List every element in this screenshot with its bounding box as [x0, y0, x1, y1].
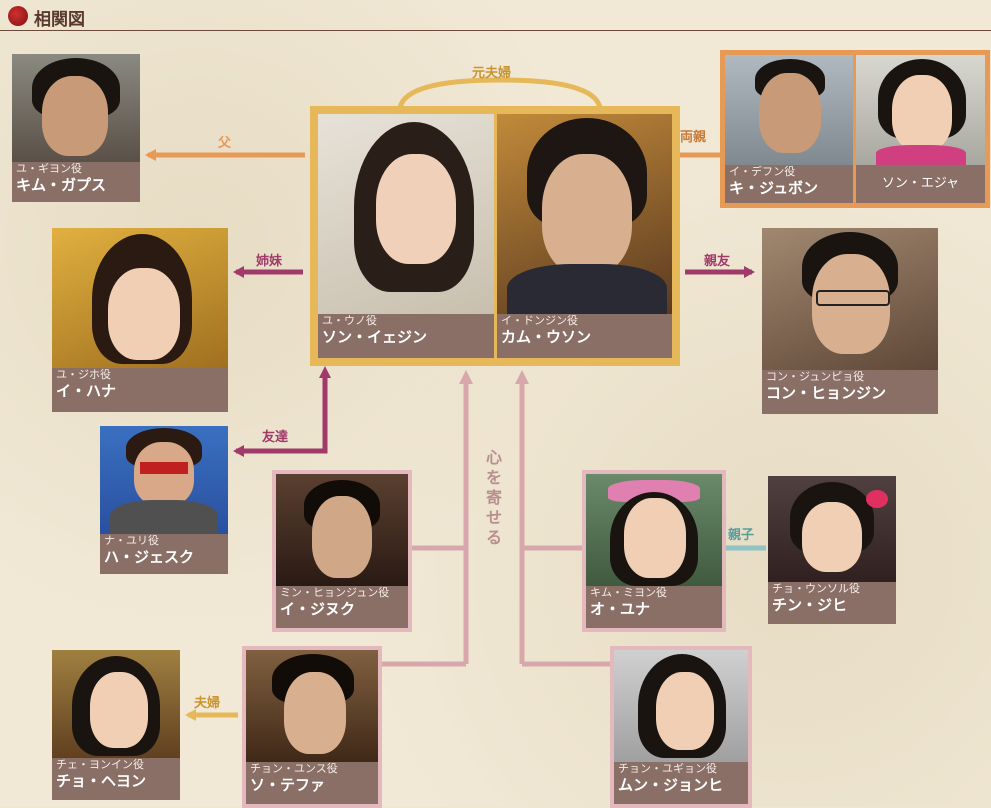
portrait-kam-uson	[497, 114, 672, 314]
role-lee-hana: ユ・ジホ役	[56, 368, 111, 381]
friend-line	[236, 372, 328, 454]
portrait-i-jinuku	[276, 474, 408, 586]
card-ha-jesuku[interactable]: ナ・ユリ役 ハ・ジェスク	[100, 426, 228, 574]
card-kon-hyonjin[interactable]: コン・ジュンピョ役 コン・ヒョンジン	[762, 228, 938, 414]
name-chin-jihi: チン・ジヒ	[772, 596, 848, 614]
role-i-jinuku: ミン・ヒョンジュン役	[280, 586, 390, 599]
sisters-arrow	[233, 266, 244, 278]
role-kim-gapsu: ユ・ギヨン役	[16, 162, 82, 175]
name-son-eja: ソン・エジャ	[881, 176, 960, 191]
ex-couple-arch	[397, 77, 603, 109]
role-o-yuna: キム・ミヨン役	[590, 586, 667, 599]
portrait-mun-jonhi	[614, 650, 748, 762]
page-title: 相関図	[34, 10, 85, 30]
parent-child-label: 親子	[728, 528, 755, 543]
portrait-son-eja	[856, 55, 985, 165]
card-lee-hana[interactable]: ユ・ジホ役 イ・ハナ	[52, 228, 228, 412]
role-chin-jihi: チョ・ウンソル役	[772, 582, 860, 595]
portrait-chin-jihi	[768, 476, 896, 582]
name-lee-hana: イ・ハナ	[56, 382, 117, 400]
married-label: 夫婦	[194, 696, 221, 711]
married-arrow	[185, 709, 196, 721]
name-mun-jonhi: ムン・ジョンヒ	[618, 776, 724, 794]
name-so-tefa: ソ・テファ	[250, 776, 326, 794]
name-ki-jubon: キ・ジュボン	[729, 179, 818, 197]
devoted-arrow-right	[515, 370, 529, 384]
role-son-yejin: ユ・ウノ役	[322, 314, 377, 327]
father-label: 父	[218, 136, 232, 151]
portrait-kon-hyonjin	[762, 228, 938, 370]
ex-couple-label: 元夫婦	[472, 66, 512, 81]
card-o-yuna[interactable]: キム・ミヨン役 オ・ユナ	[582, 470, 726, 632]
role-ha-jesuku: ナ・ユリ役	[104, 534, 159, 547]
name-i-jinuku: イ・ジヌク	[280, 600, 356, 618]
portrait-kim-gapsu	[12, 54, 140, 162]
name-o-yuna: オ・ユナ	[590, 600, 651, 618]
portrait-ha-jesuku	[100, 426, 228, 534]
center-couple-card: ユ・ウノ役 ソン・イェジン イ・ドンジン役 カム・ウソン	[310, 106, 680, 366]
friend-arrow-up	[319, 366, 331, 378]
header-divider	[0, 30, 991, 31]
role-kon-hyonjin: コン・ジュンピョ役	[766, 370, 865, 383]
name-kam-uson: カム・ウソン	[501, 328, 592, 346]
devoted-label: 心を寄せる	[485, 448, 502, 547]
name-son-yejin: ソン・イェジン	[322, 328, 428, 346]
parents-group: イ・デフン役 キ・ジュボン ソン・エジャ	[720, 50, 990, 208]
portrait-cho-hyeyon	[52, 650, 180, 758]
role-ki-jubon: イ・デフン役	[729, 165, 796, 178]
name-cho-hyeyon: チョ・ヘヨン	[56, 772, 147, 790]
rose-icon	[8, 6, 28, 26]
card-cho-hyeyon[interactable]: チェ・ヨンイン役 チョ・ヘヨン	[52, 650, 180, 800]
card-son-eja[interactable]: ソン・エジャ	[856, 55, 985, 203]
portrait-o-yuna	[586, 474, 722, 586]
card-son-yejin[interactable]: ユ・ウノ役 ソン・イェジン	[318, 114, 494, 358]
best-friend-label: 親友	[704, 254, 731, 269]
card-i-jinuku[interactable]: ミン・ヒョンジュン役 イ・ジヌク	[272, 470, 412, 632]
card-mun-jonhi[interactable]: チョン・ユギョン役 ムン・ジョンヒ	[610, 646, 752, 808]
card-kam-uson[interactable]: イ・ドンジン役 カム・ウソン	[497, 114, 672, 358]
devoted-arrow-left	[459, 370, 473, 384]
portrait-son-yejin	[318, 114, 494, 314]
role-so-tefa: チョン・ユンス役	[250, 762, 338, 775]
header: 相関図	[0, 0, 991, 32]
card-ki-jubon[interactable]: イ・デフン役 キ・ジュボン	[725, 55, 853, 203]
friend-label: 友達	[262, 430, 289, 445]
role-kam-uson: イ・ドンジン役	[501, 314, 578, 327]
friend-arrow-left	[233, 445, 244, 457]
parents-label: 両親	[680, 130, 707, 145]
role-cho-hyeyon: チェ・ヨンイン役	[56, 758, 144, 771]
portrait-lee-hana	[52, 228, 228, 368]
best-friend-arrow	[744, 266, 755, 278]
name-kon-hyonjin: コン・ヒョンジン	[766, 384, 887, 402]
father-arrow	[145, 149, 156, 161]
card-kim-gapsu[interactable]: ユ・ギヨン役 キム・ガプス	[12, 54, 140, 202]
name-ha-jesuku: ハ・ジェスク	[104, 548, 195, 566]
role-mun-jonhi: チョン・ユギョン役	[618, 762, 717, 775]
name-kim-gapsu: キム・ガプス	[16, 176, 107, 194]
sisters-label: 姉妹	[256, 254, 283, 269]
card-so-tefa[interactable]: チョン・ユンス役 ソ・テファ	[242, 646, 382, 808]
portrait-ki-jubon	[725, 55, 853, 165]
portrait-so-tefa	[246, 650, 378, 762]
card-chin-jihi[interactable]: チョ・ウンソル役 チン・ジヒ	[768, 476, 896, 624]
